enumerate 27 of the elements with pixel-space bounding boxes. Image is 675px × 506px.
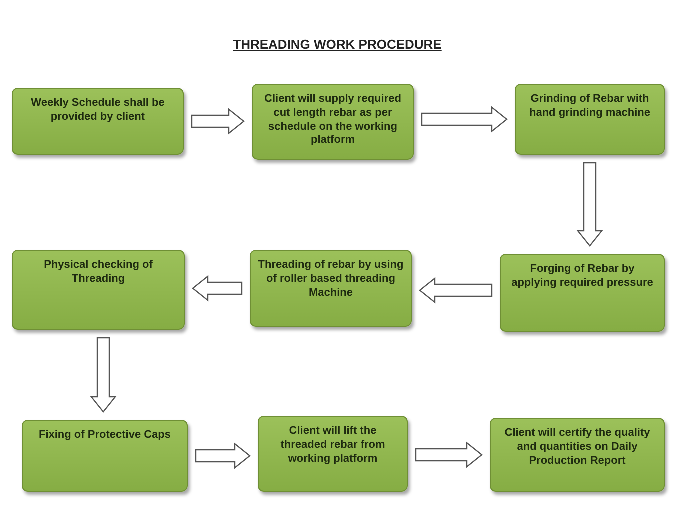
step-text: Client will certify the quality and quantities on Daily Production Report [504,427,652,468]
diagram-title: THREADING WORK PROCEDURE [232,37,443,52]
block-arrow [419,277,493,304]
block-arrow [195,442,251,470]
block-arrow [192,275,243,302]
block-arrow [415,442,483,468]
process-box [500,254,665,332]
step-text: Client will lift the threaded rebar from working platform [280,425,386,466]
step-text: Grinding of Rebar with hand grinding machine [528,93,652,120]
block-arrow [421,106,508,133]
block-arrow [90,337,117,413]
block-arrow [191,108,245,135]
process-box [22,420,188,492]
step-text: Forging of Rebar by applying required pressure [510,263,654,290]
block-arrow [576,162,604,247]
step-text: Client will supply required cut length rebar as per schedule on the working platform [264,93,402,148]
step-text: Physical checking of Threading [43,259,154,286]
process-box [250,250,412,327]
process-box [515,84,665,155]
process-box [12,250,185,330]
step-text: Fixing of Protective Caps [38,429,172,443]
step-text: Threading of rebar by using of roller based threading Machine [257,259,405,300]
process-box [12,88,184,155]
process-box [258,416,408,492]
process-box [252,84,414,160]
step-text: Weekly Schedule shall be provided by client [30,97,166,124]
process-box [490,418,665,492]
